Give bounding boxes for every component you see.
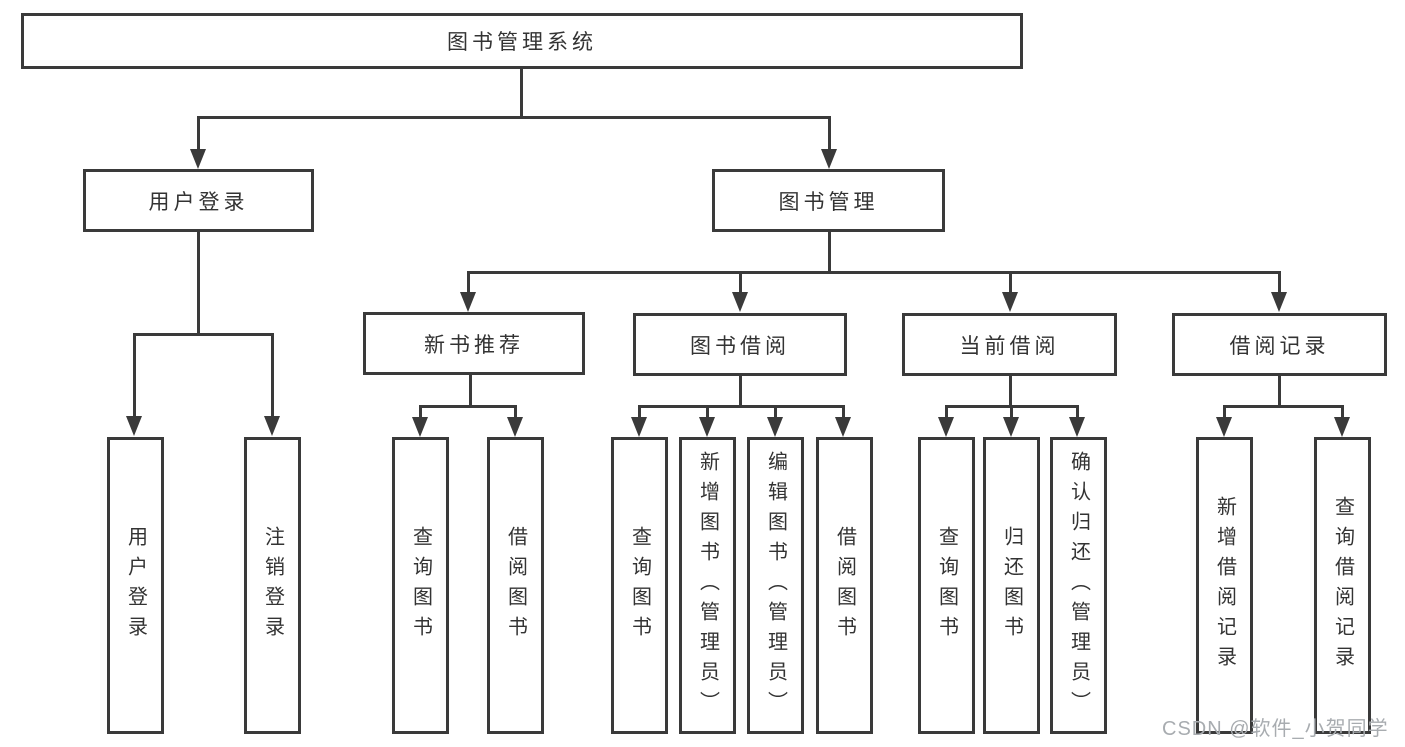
node-label: 图书管理系统	[447, 31, 597, 54]
node-label: 借阅图书	[504, 525, 527, 646]
node-current-borrowing: 当前借阅	[902, 313, 1117, 376]
connector-line	[271, 333, 274, 418]
arrow-down-icon	[1216, 417, 1232, 437]
node-label: 查询借阅记录	[1331, 495, 1354, 676]
arrow-down-icon	[412, 417, 428, 437]
connector-line	[828, 116, 831, 151]
connector-line	[1278, 271, 1281, 294]
arrow-down-icon	[1002, 292, 1018, 312]
arrow-down-icon	[835, 417, 851, 437]
node-label: 用户登录	[148, 190, 249, 214]
connector-line	[133, 333, 274, 336]
node-book-management: 图书管理	[712, 169, 945, 232]
node-leaf-user-login: 用户登录	[107, 437, 164, 734]
node-leaf-return-books: 归还图书	[983, 437, 1040, 734]
connector-line	[1341, 405, 1344, 419]
node-book-borrowing: 图书借阅	[633, 313, 847, 376]
connector-line	[1278, 376, 1281, 408]
connector-line	[1009, 271, 1012, 294]
arrow-down-icon	[699, 417, 715, 437]
connector-line	[514, 405, 517, 419]
node-leaf-add-book-admin: 新增图书（管理员）	[679, 437, 736, 734]
node-label: 查询图书	[935, 525, 958, 646]
connector-line	[1223, 405, 1226, 419]
arrow-down-icon	[507, 417, 523, 437]
node-label: 当前借阅	[959, 334, 1060, 358]
node-leaf-query-books-current: 查询图书	[918, 437, 975, 734]
arrow-down-icon	[264, 416, 280, 436]
connector-line	[467, 271, 1281, 274]
connector-line	[197, 116, 831, 119]
node-borrow-records: 借阅记录	[1172, 313, 1387, 376]
connector-line	[1076, 405, 1079, 419]
connector-line	[520, 69, 523, 118]
node-new-book-recommend: 新书推荐	[363, 312, 585, 375]
arrow-down-icon	[767, 417, 783, 437]
node-leaf-borrow-books-borrowing: 借阅图书	[816, 437, 873, 734]
csdn-watermark: CSDN @软件_小贺同学	[1162, 718, 1389, 740]
node-label: 查询图书	[409, 525, 432, 646]
node-leaf-logout: 注销登录	[244, 437, 301, 734]
node-label: 借阅图书	[833, 525, 856, 646]
connector-line	[638, 405, 845, 408]
arrow-down-icon	[190, 149, 206, 169]
connector-line	[842, 405, 845, 419]
arrow-down-icon	[938, 417, 954, 437]
connector-line	[1010, 405, 1013, 419]
node-leaf-borrow-books-recommend: 借阅图书	[487, 437, 544, 734]
connector-line	[469, 375, 472, 408]
arrow-down-icon	[732, 292, 748, 312]
node-leaf-query-books-borrowing: 查询图书	[611, 437, 668, 734]
arrow-down-icon	[631, 417, 647, 437]
connector-line	[133, 333, 136, 418]
connector-line	[706, 405, 709, 419]
node-library-system: 图书管理系统	[21, 13, 1023, 69]
node-user-login: 用户登录	[83, 169, 314, 232]
connector-line	[1009, 376, 1012, 408]
node-label: 新书推荐	[424, 333, 524, 357]
node-label: 用户登录	[124, 525, 147, 646]
connector-line	[774, 405, 777, 419]
node-leaf-query-borrow-record: 查询借阅记录	[1314, 437, 1371, 734]
connector-line	[419, 405, 422, 419]
node-label: 编辑图书（管理员）	[764, 450, 787, 721]
node-label: 注销登录	[261, 525, 284, 646]
connector-line	[1223, 405, 1343, 408]
arrow-down-icon	[1334, 417, 1350, 437]
arrow-down-icon	[460, 292, 476, 312]
arrow-down-icon	[126, 416, 142, 436]
connector-line	[828, 232, 831, 273]
node-label: 图书管理	[778, 190, 879, 214]
node-leaf-query-books-recommend: 查询图书	[392, 437, 449, 734]
node-label: 查询图书	[628, 525, 651, 646]
arrow-down-icon	[1271, 292, 1287, 312]
connector-line	[638, 405, 641, 419]
connector-line	[197, 232, 200, 335]
arrow-down-icon	[821, 149, 837, 169]
node-label: 借阅记录	[1229, 334, 1330, 358]
node-label: 归还图书	[1000, 525, 1023, 646]
node-label: 新增图书（管理员）	[696, 450, 719, 721]
node-label: 图书借阅	[690, 334, 790, 358]
arrow-down-icon	[1003, 417, 1019, 437]
connector-line	[739, 376, 742, 408]
node-leaf-confirm-return-admin: 确认归还（管理员）	[1050, 437, 1107, 734]
node-leaf-edit-book-admin: 编辑图书（管理员）	[747, 437, 804, 734]
node-label: 新增借阅记录	[1213, 495, 1236, 676]
connector-line	[197, 116, 200, 151]
arrow-down-icon	[1069, 417, 1085, 437]
connector-line	[945, 405, 948, 419]
connector-line	[467, 271, 470, 294]
node-leaf-add-borrow-record: 新增借阅记录	[1196, 437, 1253, 734]
node-label: 确认归还（管理员）	[1067, 450, 1090, 721]
connector-line	[419, 405, 517, 408]
connector-line	[739, 271, 742, 294]
